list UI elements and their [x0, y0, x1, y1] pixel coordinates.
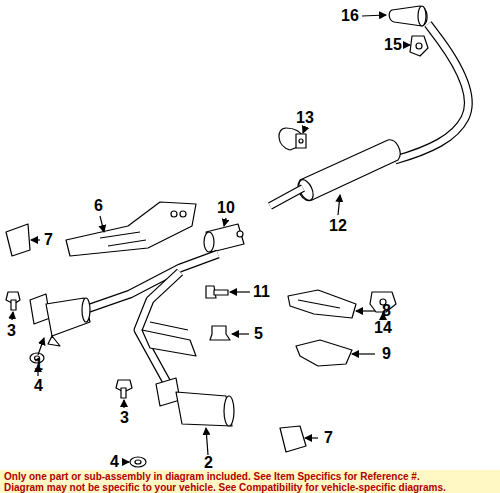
callout-number: 3 — [120, 410, 129, 426]
callout-number: 13 — [296, 110, 314, 126]
callout-number: 12 — [329, 218, 347, 234]
callout-number: 5 — [254, 326, 263, 342]
callout-number: 4 — [110, 454, 119, 470]
callout-number: 14 — [374, 320, 392, 336]
callout-number: 4 — [34, 378, 43, 394]
callout-number: 11 — [253, 284, 270, 300]
notice-text: Only one part or sub-assembly in diagram… — [4, 471, 420, 482]
callout-number: 10 — [217, 200, 235, 216]
callout-number: 9 — [382, 346, 391, 362]
callout-number: 16 — [341, 8, 359, 24]
callout-number: 7 — [44, 232, 53, 248]
callout-number: 2 — [204, 455, 213, 471]
callout-number: 3 — [7, 323, 16, 339]
callout-number: 6 — [94, 198, 103, 214]
callout-number: 1 — [34, 357, 43, 373]
callout-number: 7 — [324, 430, 333, 446]
notice-text: Diagram may not be specific to your vehi… — [4, 482, 446, 493]
callout-number: 15 — [384, 37, 402, 53]
callout-number: 8 — [382, 303, 391, 319]
